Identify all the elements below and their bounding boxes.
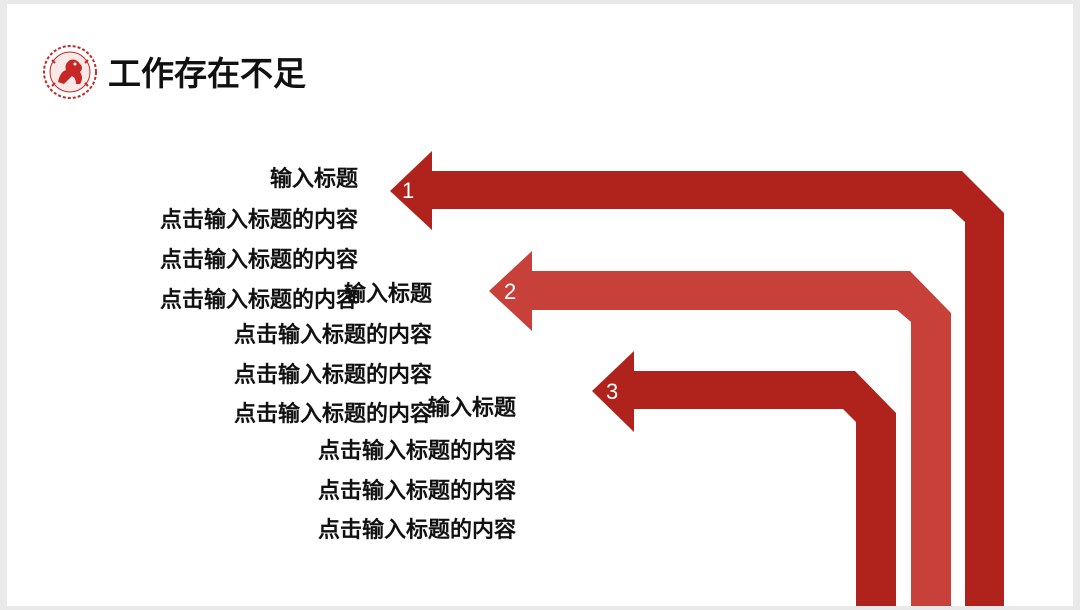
item-3-line-3: 点击输入标题的内容	[318, 517, 516, 545]
item-3-line-1: 点击输入标题的内容	[318, 438, 516, 466]
item-3-title: 输入标题	[428, 395, 516, 423]
arrow-3	[592, 351, 896, 606]
item-2-line-1: 点击输入标题的内容	[234, 322, 432, 350]
item-2-title: 输入标题	[344, 281, 432, 309]
item-2-number: 2	[504, 280, 516, 304]
page-title: 工作存在不足	[108, 54, 306, 94]
item-3-line-2: 点击输入标题的内容	[318, 478, 516, 506]
item-1-title: 输入标题	[270, 166, 358, 194]
slide: 工作存在不足 输入标题 点击输入标题的内容 点击输入标题的内容 点击输入标题的内…	[7, 4, 1073, 606]
item-2-line-2: 点击输入标题的内容	[234, 362, 432, 390]
item-3-number: 3	[606, 380, 618, 404]
item-1-line-1: 点击输入标题的内容	[160, 207, 358, 235]
item-1-number: 1	[402, 179, 414, 203]
item-1-line-3: 点击输入标题的内容	[160, 287, 358, 315]
zodiac-logo	[40, 42, 100, 102]
item-1-line-2: 点击输入标题的内容	[160, 247, 358, 275]
item-2-line-3: 点击输入标题的内容	[234, 401, 432, 429]
horse-paper-cut-icon	[40, 42, 100, 102]
